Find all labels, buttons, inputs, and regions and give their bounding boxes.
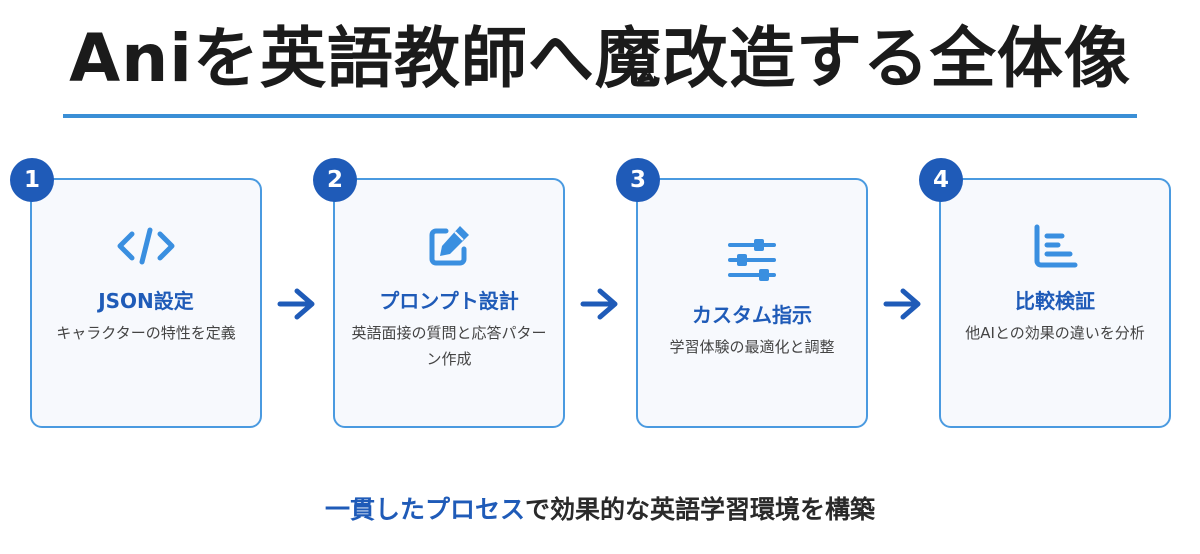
step-description: キャラクターの特性を定義	[56, 324, 236, 342]
step-description: 学習体験の最適化と調整	[669, 338, 835, 356]
step-number-badge: 4	[919, 158, 963, 202]
step-description: 他AIとの効果の違いを分析	[965, 324, 1145, 342]
step-number-badge: 1	[10, 158, 54, 202]
step-description: 英語面接の質問と応答パターン作成	[351, 324, 547, 368]
step-title: JSON設定	[98, 289, 194, 313]
bar-chart-icon	[941, 224, 1169, 268]
edit-icon	[335, 224, 563, 268]
step-card-1: 1 JSON設定 キャラクターの特性を定義	[10, 158, 262, 428]
title-underline	[63, 114, 1137, 118]
code-icon	[32, 224, 260, 268]
step-number-badge: 3	[616, 158, 660, 202]
step-card-4: 4 比較検証 他AIとの効果の違いを分析	[919, 158, 1171, 428]
arrow-right-icon	[277, 288, 315, 320]
arrow-right-icon	[883, 288, 921, 320]
footer-highlight: 一貫したプロセス	[324, 495, 525, 524]
step-card-3: 3 カスタム指示 学習体験の最適化と調整	[616, 158, 868, 428]
step-card-2: 2 プロンプト設計 英語面接の質問と応答パターン作成	[313, 158, 565, 428]
footer-text: で効果的な英語学習環境を構築	[525, 495, 876, 524]
step-title: カスタム指示	[692, 303, 812, 327]
footer-summary: 一貫したプロセスで効果的な英語学習環境を構築	[0, 490, 1200, 530]
step-title: 比較検証	[1015, 289, 1095, 313]
step-number-badge: 2	[313, 158, 357, 202]
page-title: Aniを英語教師へ魔改造する全体像	[69, 20, 1131, 97]
arrow-right-icon	[580, 288, 618, 320]
sliders-icon	[638, 238, 866, 282]
step-title: プロンプト設計	[379, 289, 519, 313]
